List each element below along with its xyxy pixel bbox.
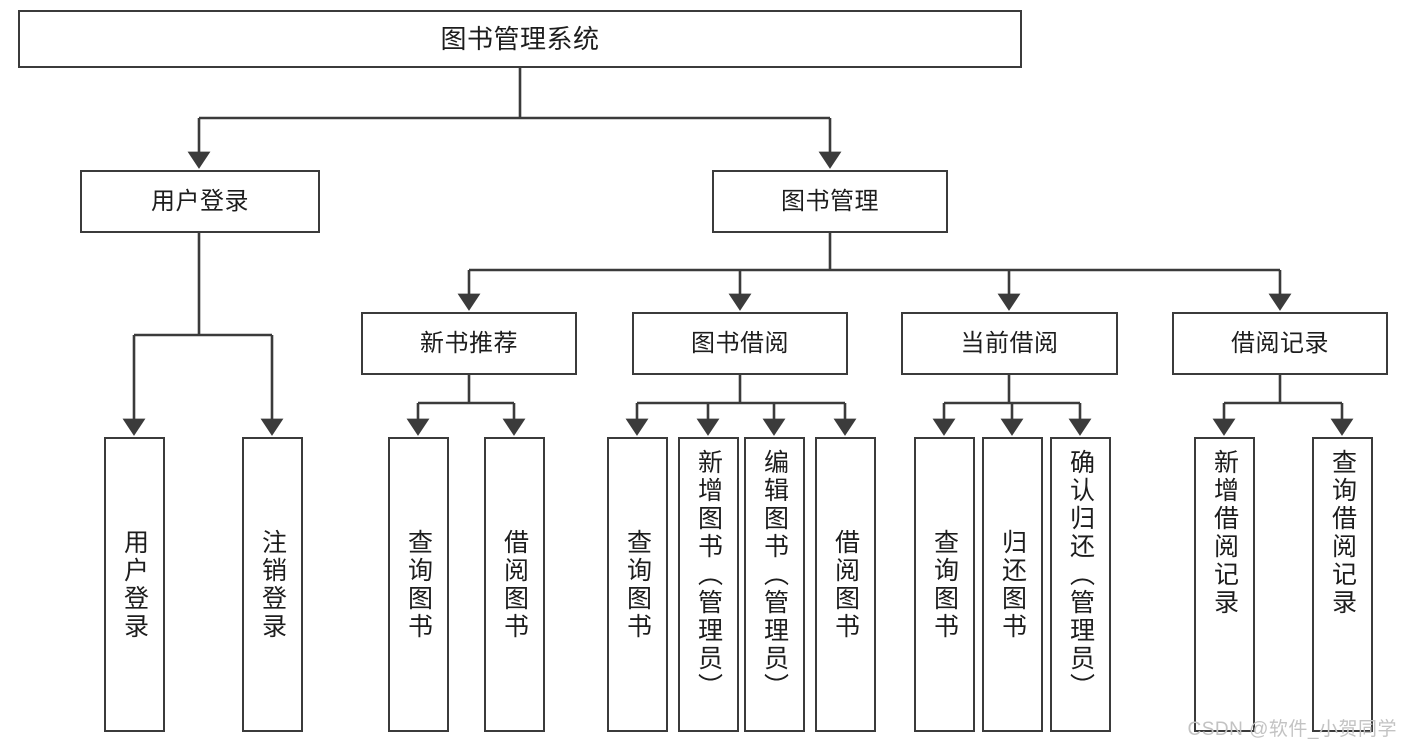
node-root-book-management-system[interactable]: 图书管理系统: [18, 10, 1022, 68]
node-label: 新增借阅记录: [1210, 449, 1239, 617]
node-label: 归还图书: [998, 528, 1027, 641]
node-leaf-user-login[interactable]: 用户登录: [104, 437, 165, 732]
node-leaf-query-books-recommend[interactable]: 查询图书: [388, 437, 449, 732]
node-label: 用户登录: [120, 528, 149, 641]
node-label: 新增图书（管理员）: [694, 449, 723, 701]
node-label: 新书推荐: [420, 329, 518, 357]
node-book-borrowing[interactable]: 图书借阅: [632, 312, 848, 375]
node-leaf-add-book-admin[interactable]: 新增图书（管理员）: [678, 437, 739, 732]
node-leaf-logout[interactable]: 注销登录: [242, 437, 303, 732]
node-leaf-add-borrow-record[interactable]: 新增借阅记录: [1194, 437, 1255, 732]
node-leaf-return-book[interactable]: 归还图书: [982, 437, 1043, 732]
node-new-book-recommendation[interactable]: 新书推荐: [361, 312, 577, 375]
node-label: 图书借阅: [691, 329, 789, 357]
node-label: 用户登录: [151, 187, 249, 215]
node-label: 借阅图书: [831, 528, 860, 641]
node-leaf-edit-book-admin[interactable]: 编辑图书（管理员）: [744, 437, 805, 732]
node-leaf-query-borrow-record[interactable]: 查询借阅记录: [1312, 437, 1373, 732]
node-leaf-lend-book[interactable]: 借阅图书: [815, 437, 876, 732]
node-label: 查询借阅记录: [1328, 449, 1357, 617]
node-label: 查询图书: [623, 528, 652, 641]
node-label: 图书管理系统: [440, 24, 600, 54]
node-label: 图书管理: [781, 187, 879, 215]
node-borrow-records[interactable]: 借阅记录: [1172, 312, 1388, 375]
node-label: 查询图书: [930, 528, 959, 641]
node-leaf-confirm-return-admin[interactable]: 确认归还（管理员）: [1050, 437, 1111, 732]
node-label: 查询图书: [404, 528, 433, 641]
node-user-login[interactable]: 用户登录: [80, 170, 320, 233]
node-current-borrowing[interactable]: 当前借阅: [901, 312, 1118, 375]
node-label: 注销登录: [258, 528, 287, 641]
node-label: 编辑图书（管理员）: [760, 449, 789, 701]
node-label: 当前借阅: [960, 329, 1059, 357]
node-label: 借阅图书: [500, 528, 529, 641]
node-leaf-query-books-borrow[interactable]: 查询图书: [607, 437, 668, 732]
node-label: 确认归还（管理员）: [1066, 449, 1095, 701]
csdn-watermark: CSDN @软件_小贺同学: [1187, 719, 1397, 740]
node-label: 借阅记录: [1231, 329, 1329, 357]
node-leaf-query-books-current[interactable]: 查询图书: [914, 437, 975, 732]
node-leaf-borrow-books-recommend[interactable]: 借阅图书: [484, 437, 545, 732]
node-book-management[interactable]: 图书管理: [712, 170, 948, 233]
